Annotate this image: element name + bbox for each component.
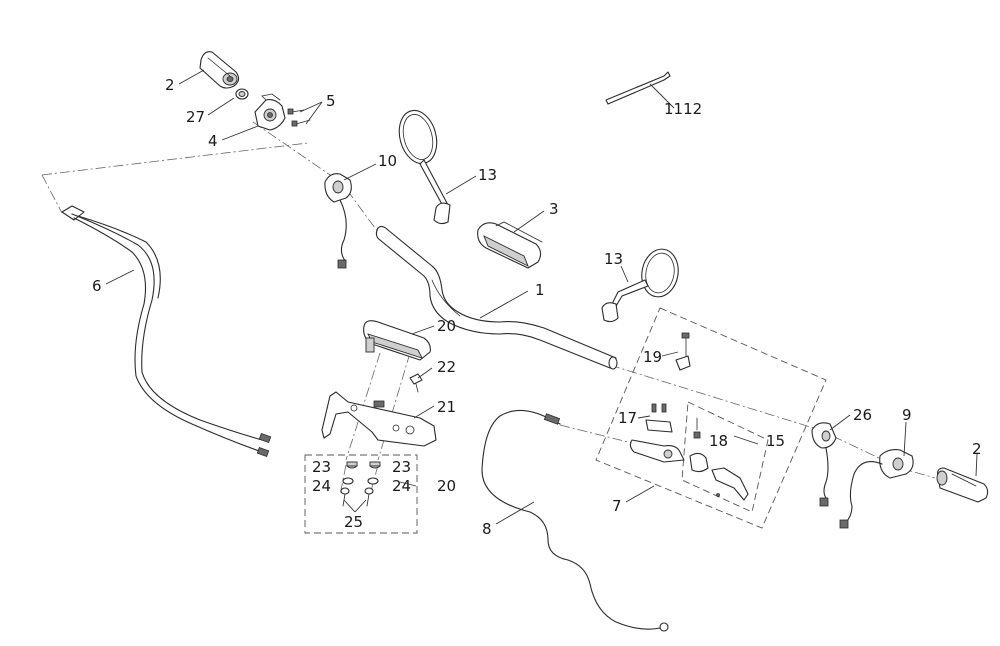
grip-right-part[interactable] xyxy=(936,467,989,503)
riser-fixings-group-box xyxy=(304,454,418,534)
bolt-22-part[interactable] xyxy=(409,373,423,393)
clutch-cable-part[interactable] xyxy=(481,409,669,632)
mirror-right-part[interactable] xyxy=(601,246,682,323)
label-right-switch: 9 xyxy=(902,406,912,424)
wiring-harness-part[interactable] xyxy=(61,205,272,458)
label-mirror-right: 13 xyxy=(604,250,623,268)
label-bolts-25: 25 xyxy=(344,513,363,531)
label-riser-clamp: 20 xyxy=(437,317,456,335)
label-clip-19: 19 xyxy=(643,348,662,366)
label-washer-24-left: 24 xyxy=(312,477,331,495)
riser-clamp-part[interactable] xyxy=(363,320,431,361)
label-clutch-assembly: 7 xyxy=(612,497,622,515)
clutch-perch-part[interactable] xyxy=(629,439,709,473)
handlebar-part[interactable] xyxy=(375,225,618,370)
label-bolt-22: 22 xyxy=(437,358,456,376)
label-tool-rod: 1112 xyxy=(664,100,702,118)
lever-group-box xyxy=(681,401,769,513)
label-clutch-cable: 8 xyxy=(482,520,492,538)
label-screws: 5 xyxy=(326,92,336,110)
right-switch-part[interactable] xyxy=(839,449,914,529)
grip-left-part[interactable] xyxy=(199,51,240,89)
leader-lines xyxy=(105,69,978,525)
label-riser-group: 20 xyxy=(437,477,456,495)
mirror-left-part[interactable] xyxy=(394,106,451,225)
label-bush-23-right: 23 xyxy=(392,458,411,476)
label-bush-23-left: 23 xyxy=(312,458,331,476)
label-grip-left: 2 xyxy=(165,76,175,94)
clip-19-part[interactable] xyxy=(675,332,691,371)
label-throttle-housing: 4 xyxy=(208,132,218,150)
bracket-21-part[interactable] xyxy=(321,391,437,447)
clamp-17-part[interactable] xyxy=(645,403,673,433)
label-bolt-18: 18 xyxy=(709,432,728,450)
label-left-switch: 10 xyxy=(378,152,397,170)
label-washer-24-right: 24 xyxy=(392,477,411,495)
label-switch-housing: 3 xyxy=(549,200,559,218)
lever-15-part[interactable] xyxy=(711,467,749,501)
bolts-25-part[interactable] xyxy=(340,487,374,507)
label-clamp-17: 17 xyxy=(618,409,637,427)
switch-26-part[interactable] xyxy=(811,422,837,507)
clutch-assembly-group-box xyxy=(595,307,827,529)
collar-part[interactable] xyxy=(235,88,249,100)
bush-23-left-part[interactable] xyxy=(346,461,358,469)
label-wiring-harness: 6 xyxy=(92,277,102,295)
label-bracket-21: 21 xyxy=(437,398,456,416)
label-lever: 15 xyxy=(766,432,785,450)
switch-housing-part[interactable] xyxy=(477,221,543,269)
bush-23-right-part[interactable] xyxy=(369,461,381,469)
label-mirror-left: 13 xyxy=(478,166,497,184)
left-switch-part[interactable] xyxy=(324,173,352,269)
label-collar-27: 27 xyxy=(186,108,205,126)
label-grip-right: 2 xyxy=(972,440,982,458)
bolt-18-part[interactable] xyxy=(693,417,701,439)
screws-part[interactable] xyxy=(287,108,311,127)
part-number-labels: 1 2 2 3 4 5 6 7 8 9 10 1112 13 13 15 17 … xyxy=(92,76,982,538)
label-handlebar: 1 xyxy=(535,281,545,299)
washer-24-left-part[interactable] xyxy=(342,477,354,485)
tool-rod-part[interactable] xyxy=(605,71,671,105)
washer-24-right-part[interactable] xyxy=(367,477,379,485)
label-switch-26: 26 xyxy=(853,406,872,424)
throttle-housing-part[interactable] xyxy=(254,93,286,131)
